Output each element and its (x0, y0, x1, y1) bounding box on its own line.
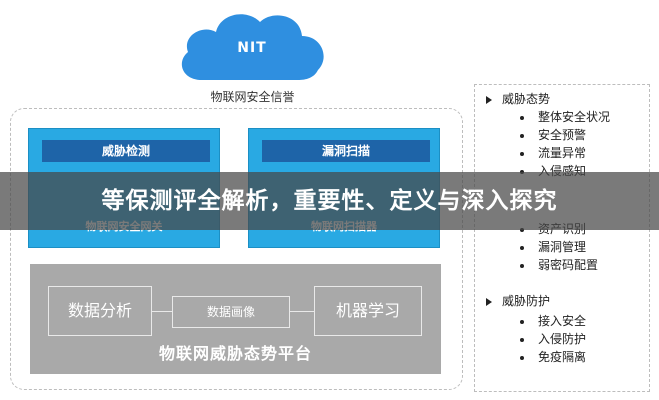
cloud-caption: 物联网安全信誉 (210, 90, 295, 104)
side-item: 入侵防护 (520, 330, 586, 347)
device-bar-threat-detection: 威胁检测 (42, 140, 210, 162)
bullet-icon (520, 133, 524, 138)
bullet-icon (520, 151, 524, 156)
bullet-icon (520, 319, 524, 324)
side-item: 安全预警 (520, 126, 586, 143)
bullet-icon (520, 355, 524, 360)
side-panel (474, 84, 650, 392)
connector-line-right (290, 311, 314, 312)
title-banner (0, 172, 659, 230)
cloud-icon (181, 14, 324, 80)
platform-title: 物联网威胁态势平台 (158, 344, 312, 363)
side-item: 弱密码配置 (520, 256, 598, 273)
bullet-icon (520, 337, 524, 342)
main-frame (10, 108, 463, 390)
device-bar-vuln-scan: 漏洞扫描 (262, 140, 430, 162)
cloud-label: NIT (237, 40, 267, 56)
arrow-right-icon (486, 95, 492, 104)
side-item: 整体安全状况 (520, 108, 610, 125)
machine-learning-box: 机器学习 (314, 286, 422, 336)
bullet-icon (520, 245, 524, 250)
side-item: 流量异常 (520, 144, 586, 161)
bullet-icon (520, 263, 524, 268)
side-group-title-situation: 威胁态势 (486, 90, 550, 107)
connector-line-left (152, 311, 172, 312)
side-group-title-protection: 威胁防护 (486, 292, 550, 309)
bullet-icon (520, 169, 524, 174)
side-item: 漏洞管理 (520, 238, 586, 255)
data-profile-box: 数据画像 (172, 296, 290, 328)
banner-title: 等保测评全解析，重要性、定义与深入探究 (101, 188, 558, 214)
bullet-icon (520, 115, 524, 120)
arrow-right-icon (486, 297, 492, 306)
side-item: 免疫隔离 (520, 348, 586, 365)
side-item: 接入安全 (520, 312, 586, 329)
data-analysis-box: 数据分析 (48, 286, 152, 336)
